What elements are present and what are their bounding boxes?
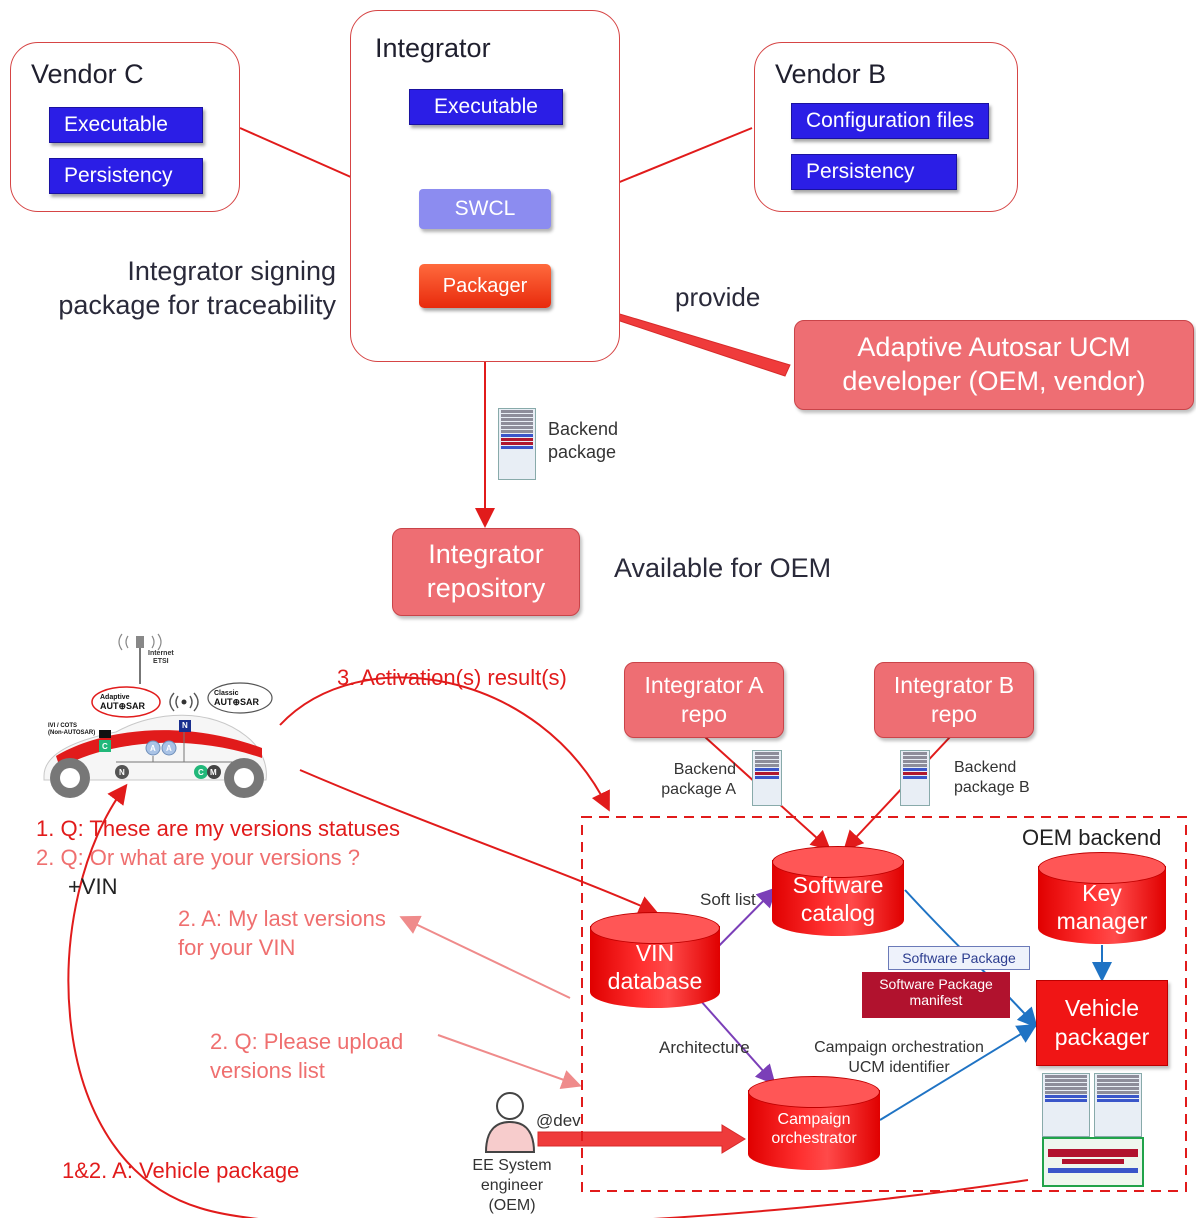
vendor-b-title: Vendor B	[775, 59, 887, 89]
q2-label: 2. Q: Or what are your versions ?	[36, 845, 361, 870]
vendor-c-box: Vendor C Executable Persistency	[10, 42, 240, 212]
backend-package-b-label: Backend package B	[954, 759, 1030, 796]
backend-package-a-icon	[752, 750, 782, 806]
node-a-1	[145, 740, 161, 756]
integrator-executable-chip: Executable	[409, 89, 563, 125]
vendor-c-persistency-chip: Persistency	[49, 158, 203, 194]
internet-label: Internet ETSI	[148, 650, 174, 665]
ivi-label: IVI / COTS (Non-AUTOSAR)	[48, 723, 96, 736]
integrator-repository-box: Integrator repository	[392, 528, 580, 616]
swcl-box: SWCL	[419, 189, 551, 229]
node-c-left	[99, 740, 111, 752]
integrator-title: Integrator	[375, 33, 491, 63]
activation-result-label: 3. Activation(s) result(s)	[337, 665, 567, 690]
signal-icon	[169, 692, 199, 712]
oem-backend-boundary	[581, 816, 1187, 1192]
vehicle-packager-box: Vehicle packager	[1036, 980, 1168, 1066]
available-label: Available for OEM	[614, 553, 832, 583]
campaign-orchestrator-cylinder: Campaign orchestrator	[748, 1076, 880, 1170]
ee-engineer-label: EE System engineer (OEM)	[472, 1157, 552, 1214]
arrow-activation-result	[279, 676, 610, 812]
front-wheel-icon	[50, 758, 90, 798]
architecture-label: Architecture	[659, 1038, 750, 1057]
vendor-c-executable-chip: Executable	[49, 107, 203, 143]
vin-database-cylinder: VIN database	[590, 912, 720, 1008]
campaign-orchestrator-label: Campaign orchestrator	[771, 1111, 857, 1148]
key-manager-label: Key manager	[1056, 880, 1148, 934]
node-n-bottom-label: N	[119, 768, 125, 777]
integrator-a-repo-box: Integrator A repo	[624, 662, 784, 738]
vendor-b-box: Vendor B Configuration files Persistency	[754, 42, 1018, 212]
signing-note: Integrator signing package for traceabil…	[58, 256, 336, 320]
engineer-person-icon	[484, 1092, 536, 1153]
a12-label: 1&2. A: Vehicle package	[62, 1158, 300, 1183]
node-c-left-label: C	[102, 742, 108, 751]
arrow-orchestrator-to-packager	[879, 1023, 1038, 1121]
arrow-please-upload	[437, 1034, 582, 1090]
backend-package-a-label: Backend package A	[661, 761, 736, 798]
node-c-bottom-label: C	[198, 768, 204, 777]
dev-block-arrow	[537, 1124, 746, 1154]
adaptive-autosar-ellipse	[91, 686, 161, 718]
q2-upload-label: 2. Q: Please upload versions list	[210, 1029, 404, 1083]
provide-label: provide	[675, 282, 761, 312]
vehicle-package-icon	[1042, 1073, 1144, 1187]
arrow-versions-statuses	[299, 769, 659, 915]
rear-wheel-icon	[224, 758, 264, 798]
backend-package-label: Backend package	[548, 419, 619, 462]
software-catalog-cylinder: Software catalog	[772, 846, 904, 936]
vin-database-label: VIN database	[607, 940, 703, 994]
car-illustration	[43, 633, 273, 798]
vendor-b-config-chip: Configuration files	[791, 103, 990, 139]
oem-backend-label: OEM backend	[1022, 825, 1162, 850]
node-m-bottom	[207, 765, 221, 779]
dev-label: @dev	[536, 1111, 581, 1130]
car-red-stripe	[56, 730, 262, 768]
campaign-orchestration-label: Campaign orchestration UCM identifier	[814, 1039, 984, 1076]
software-package-box: Software Package	[888, 946, 1030, 970]
adaptive-autosar-label: Adaptive AUT⊕SAR	[100, 694, 146, 711]
arrow-repo-b-to-catalog	[843, 736, 951, 851]
vendor-c-title: Vendor C	[31, 59, 144, 89]
antenna-tower-icon	[118, 633, 162, 684]
integrator-box: Integrator Executable SWCL Packager	[350, 10, 620, 362]
node-n-bottom	[115, 765, 129, 779]
node-n-top	[179, 720, 191, 732]
node-a-2	[161, 740, 177, 756]
software-catalog-label: Software catalog	[792, 872, 884, 926]
software-package-manifest-box: Software Package manifest	[862, 972, 1010, 1018]
integrator-b-repo-box: Integrator B repo	[874, 662, 1034, 738]
arrow-vehicle-package	[67, 783, 1029, 1218]
backend-package-b-icon	[900, 750, 930, 806]
backend-package-icon	[498, 408, 536, 480]
node-a-1-label: A	[150, 744, 156, 753]
node-n-top-label: N	[182, 721, 188, 730]
arrow-last-versions	[399, 915, 571, 999]
packager-box: Packager	[419, 264, 551, 308]
vendor-b-persistency-chip: Persistency	[791, 154, 957, 190]
classic-autosar-label: Classic AUT⊕SAR	[214, 690, 260, 707]
node-a-2-label: A	[166, 744, 172, 753]
q1-label: 1. Q: These are my versions statuses	[36, 816, 400, 841]
arrow-vin-to-orchestrator	[699, 999, 776, 1085]
ucm-developer-box: Adaptive Autosar UCM developer (OEM, ven…	[794, 320, 1194, 410]
node-m-bottom-label: M	[210, 768, 217, 777]
vin-label: +VIN	[68, 874, 118, 899]
classic-autosar-ellipse	[207, 682, 273, 714]
soft-list-label: Soft list	[700, 890, 756, 909]
a2-label: 2. A: My last versions for your VIN	[178, 906, 386, 960]
node-c-bottom	[194, 765, 208, 779]
key-manager-cylinder: Key manager	[1038, 852, 1166, 944]
